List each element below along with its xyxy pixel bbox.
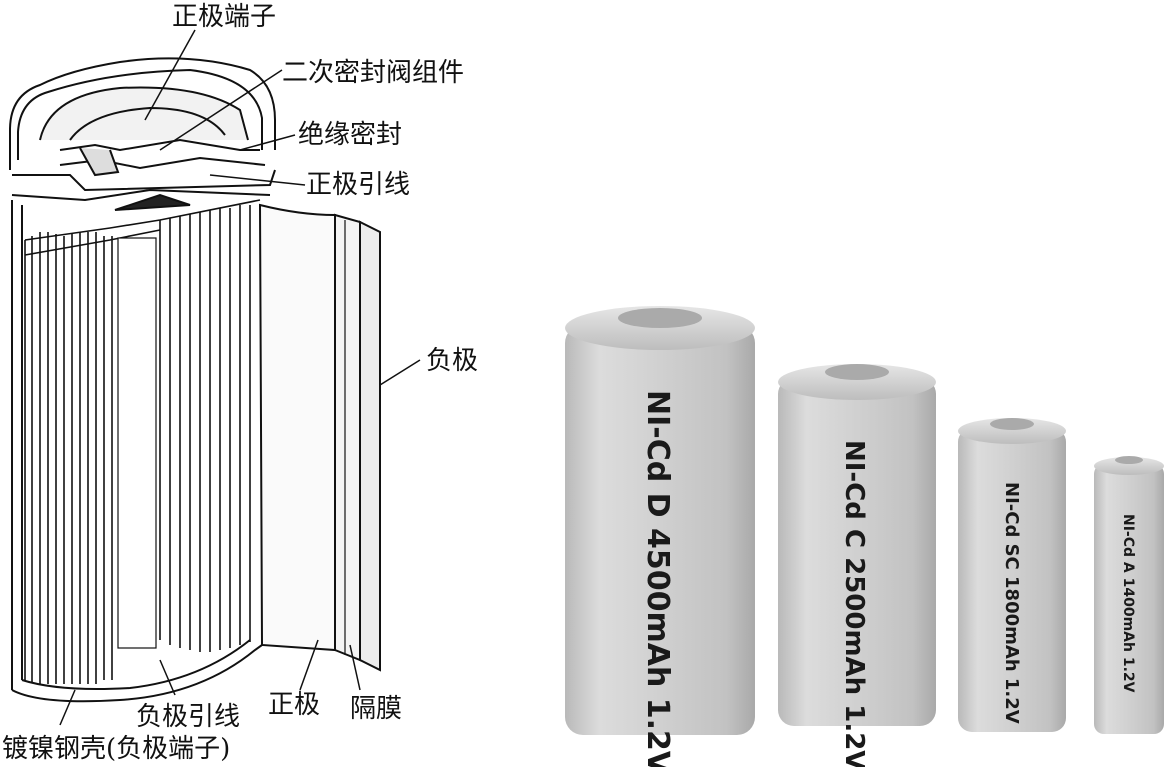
label-negative-electrode: 负极 [426,346,479,376]
negative-sheet [258,203,336,652]
leader-lines [59,29,421,726]
cell-a [1094,456,1164,734]
label-negative-lead: 负极引线 [136,702,241,732]
cell-d-label: NI-Cd D 4500mAh 1.2V [640,390,675,767]
cell-a-label: NI-Cd A 1400mAh 1.2V [1120,514,1136,693]
cell-d [565,306,755,735]
separator-sheet [334,213,361,662]
label-positive-electrode: 正极 [268,690,321,720]
terminal-cap [39,86,249,141]
label-separator: 隔膜 [350,694,403,724]
electrode-layers [24,199,261,684]
cell-c [778,364,936,726]
label-nickel-plated-case: 镀镍钢壳(负极端子) [2,734,231,764]
cutaway-battery [9,29,421,726]
case-rim [17,68,263,160]
label-insulation-seal: 绝缘密封 [298,120,403,150]
label-positive-terminal: 正极端子 [172,2,277,32]
label-secondary-seal-valve: 二次密封阀组件 [282,58,465,88]
outer-case [9,57,276,170]
cell-c-label: NI-Cd C 2500mAh 1.2V [839,440,869,767]
case-bottom [11,644,263,703]
cell-sc-label: NI-Cd SC 1800mAh 1.2V [1001,482,1022,724]
outer-sheet [359,220,381,672]
cell-sc [958,418,1066,732]
label-positive-lead: 正极引线 [306,170,411,200]
